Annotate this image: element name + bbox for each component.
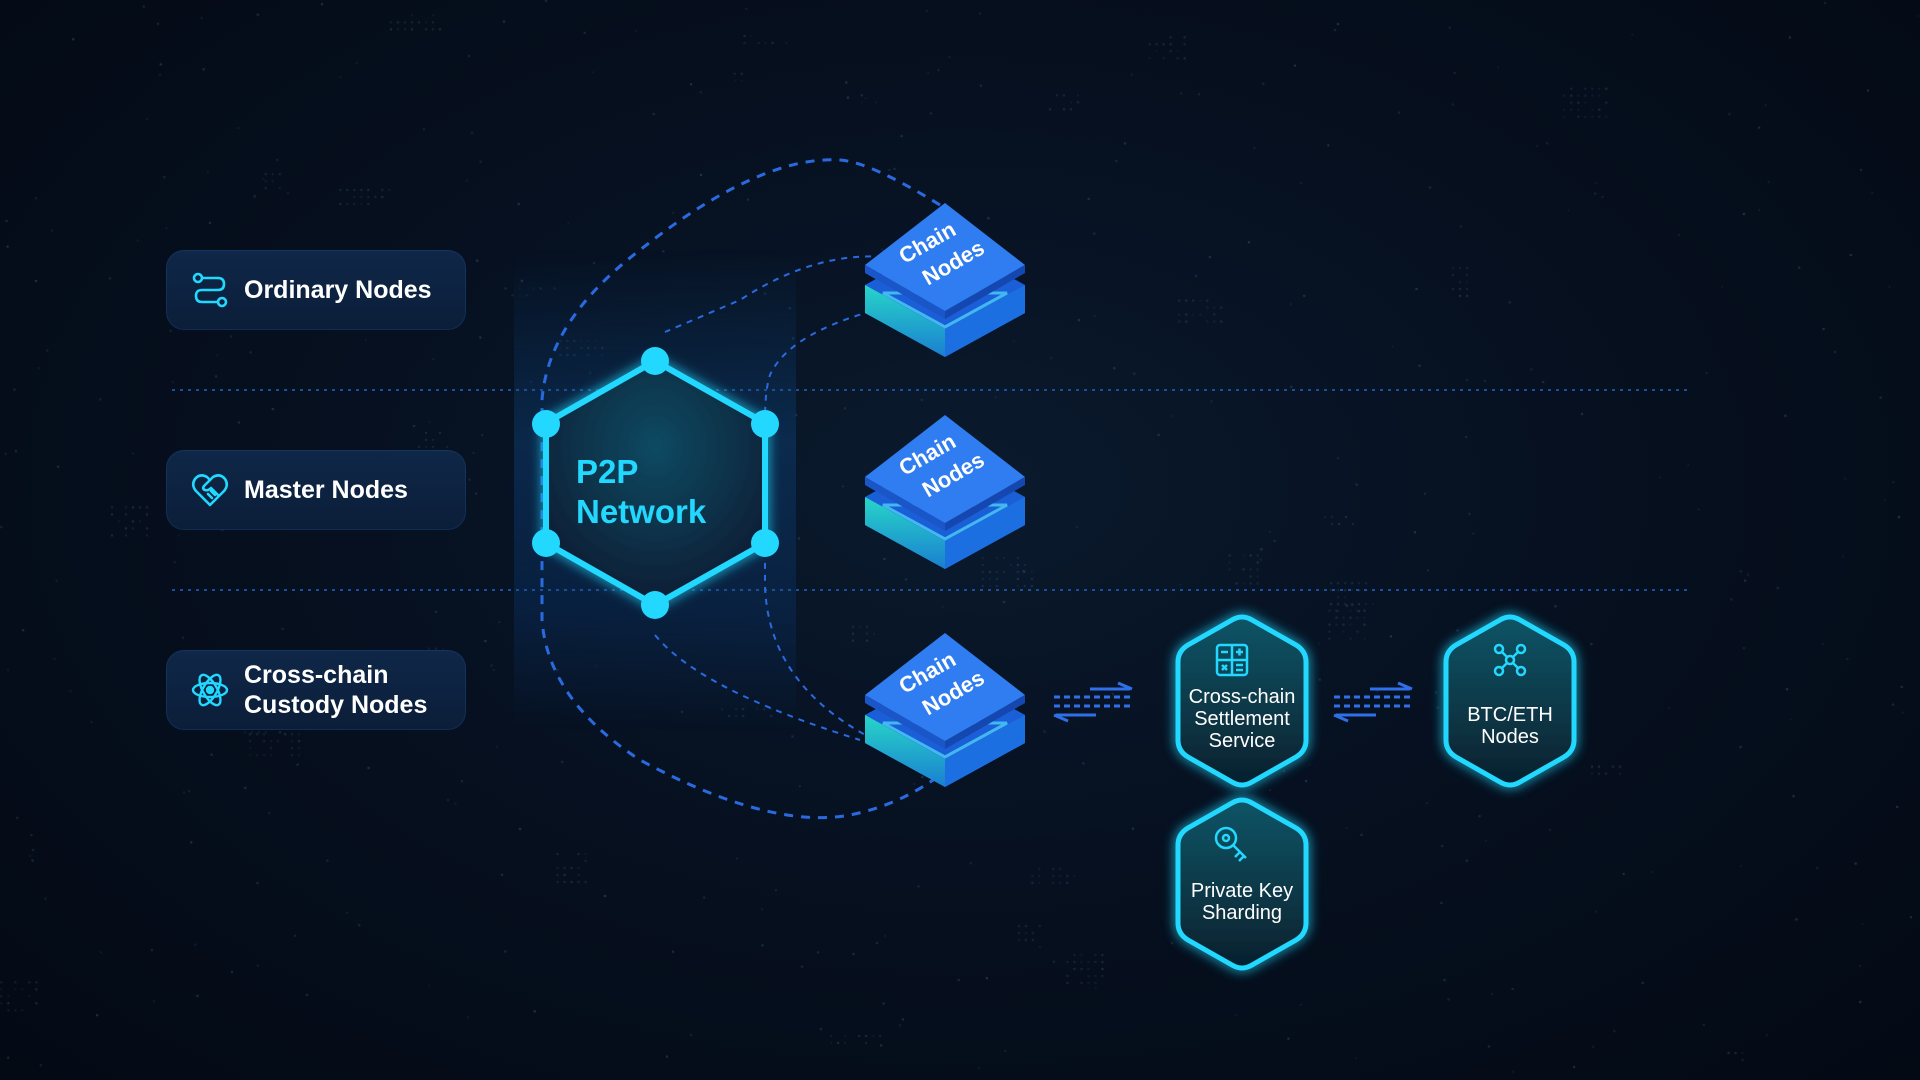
calculator-icon	[1215, 643, 1249, 677]
network-node-dot	[641, 347, 669, 375]
network-node-dot	[532, 410, 560, 438]
p2p-network-label: P2P Network	[576, 453, 707, 530]
chain-node-3: Chain Nodes	[865, 633, 1025, 787]
route-icon	[192, 272, 228, 308]
network-node-dot	[751, 410, 779, 438]
key-sharding-label: Private Key Sharding	[1190, 880, 1294, 924]
bidirectional-arrow	[1333, 681, 1413, 723]
network-node-dot	[751, 529, 779, 557]
bidirectional-arrow	[1053, 681, 1133, 723]
role-label: Cross-chain Custody Nodes	[244, 661, 428, 719]
settlement-service-hexagon	[1175, 614, 1309, 788]
role-card-master-nodes: Master Nodes	[166, 450, 466, 530]
network-connector	[654, 634, 861, 741]
private-key-sharding-hexagon	[1175, 797, 1309, 971]
p2p-network-hexagon	[532, 347, 779, 619]
chain-node-1: Chain Nodes	[865, 203, 1025, 357]
btc-eth-nodes-hexagon	[1443, 614, 1577, 788]
role-card-ordinary-nodes: Ordinary Nodes	[166, 250, 466, 330]
chain-node-2: Chain Nodes	[865, 415, 1025, 569]
key-icon	[1214, 826, 1247, 862]
btc-eth-nodes-label: BTC/ETH Nodes	[1467, 704, 1553, 748]
network-node-dot	[532, 529, 560, 557]
role-card-custody-nodes: Cross-chain Custody Nodes	[166, 650, 466, 730]
role-label: Ordinary Nodes	[244, 276, 432, 304]
network-node-dot	[641, 591, 669, 619]
role-label: Master Nodes	[244, 476, 408, 504]
settlement-service-label: Cross-chain Settlement Service	[1188, 686, 1296, 752]
atom-icon	[191, 673, 229, 707]
network-icon	[1493, 643, 1527, 677]
network-boundary-inner	[664, 255, 896, 746]
heart-handshake-icon	[191, 474, 229, 507]
